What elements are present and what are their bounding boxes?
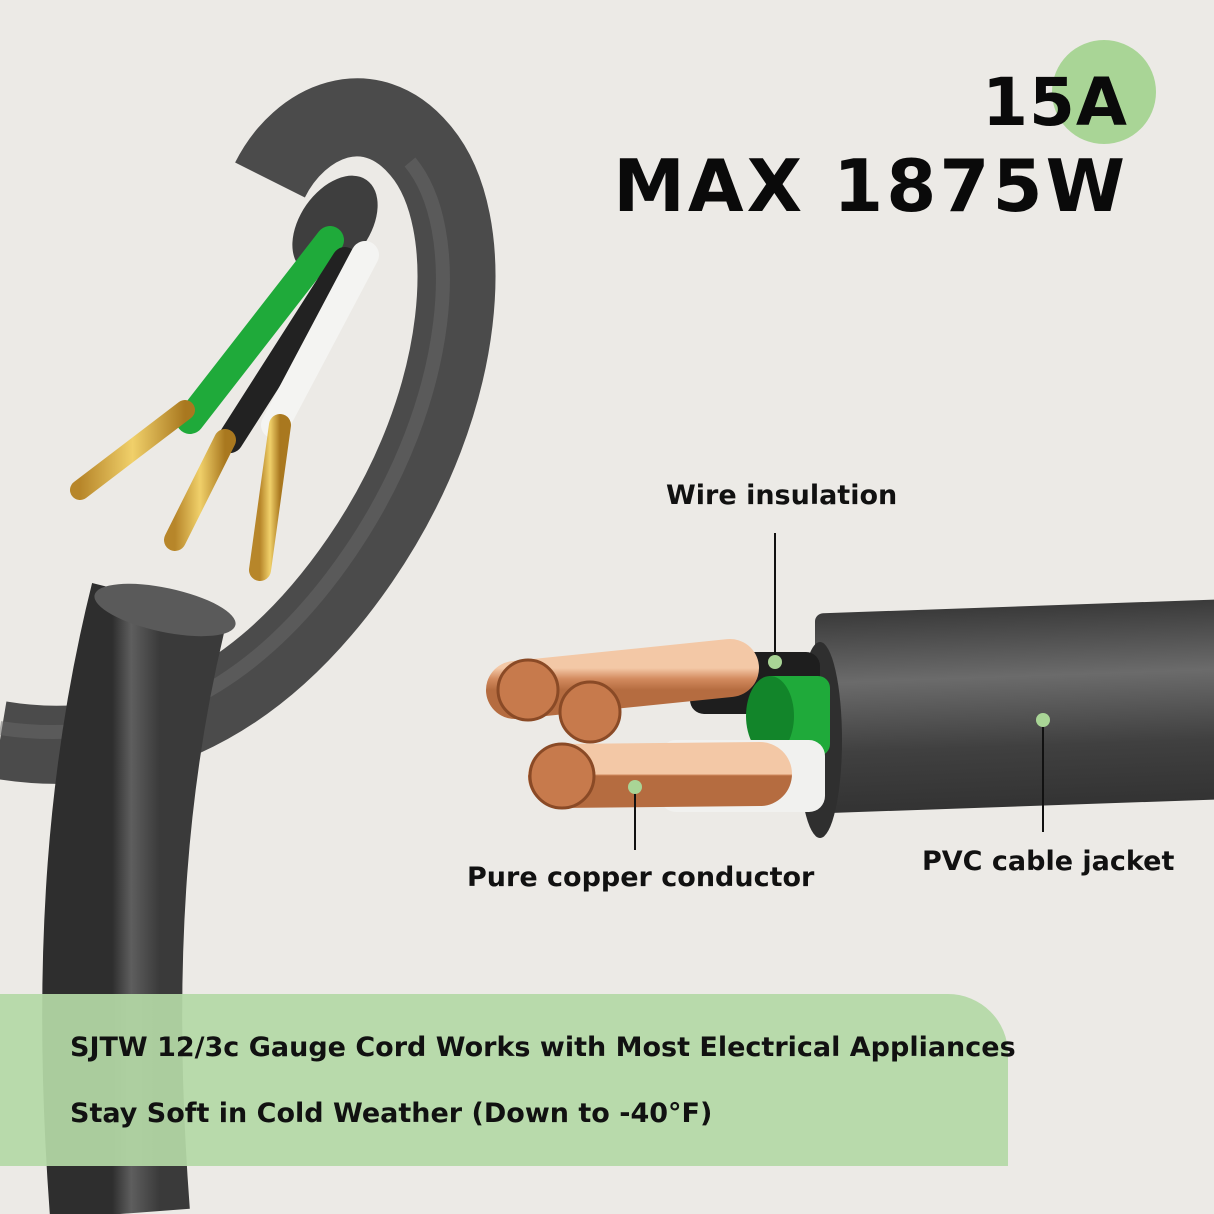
- label-pvc-cable-jacket: PVC cable jacket: [922, 846, 1175, 877]
- label-wire-insulation: Wire insulation: [666, 480, 898, 511]
- banner-line-gauge: SJTW 12/3c Gauge Cord Works with Most El…: [70, 1032, 1016, 1063]
- current-rating: 15A: [982, 64, 1128, 141]
- banner-line-cold-weather: Stay Soft in Cold Weather (Down to -40°F…: [70, 1098, 713, 1129]
- label-pure-copper-conductor: Pure copper conductor: [467, 862, 815, 893]
- max-power: MAX 1875W: [613, 144, 1128, 228]
- feature-banner: SJTW 12/3c Gauge Cord Works with Most El…: [0, 994, 1016, 1166]
- accent-circle: [1052, 40, 1156, 144]
- cable-cross-section: [486, 599, 1214, 838]
- callout-leaders: [628, 533, 1050, 850]
